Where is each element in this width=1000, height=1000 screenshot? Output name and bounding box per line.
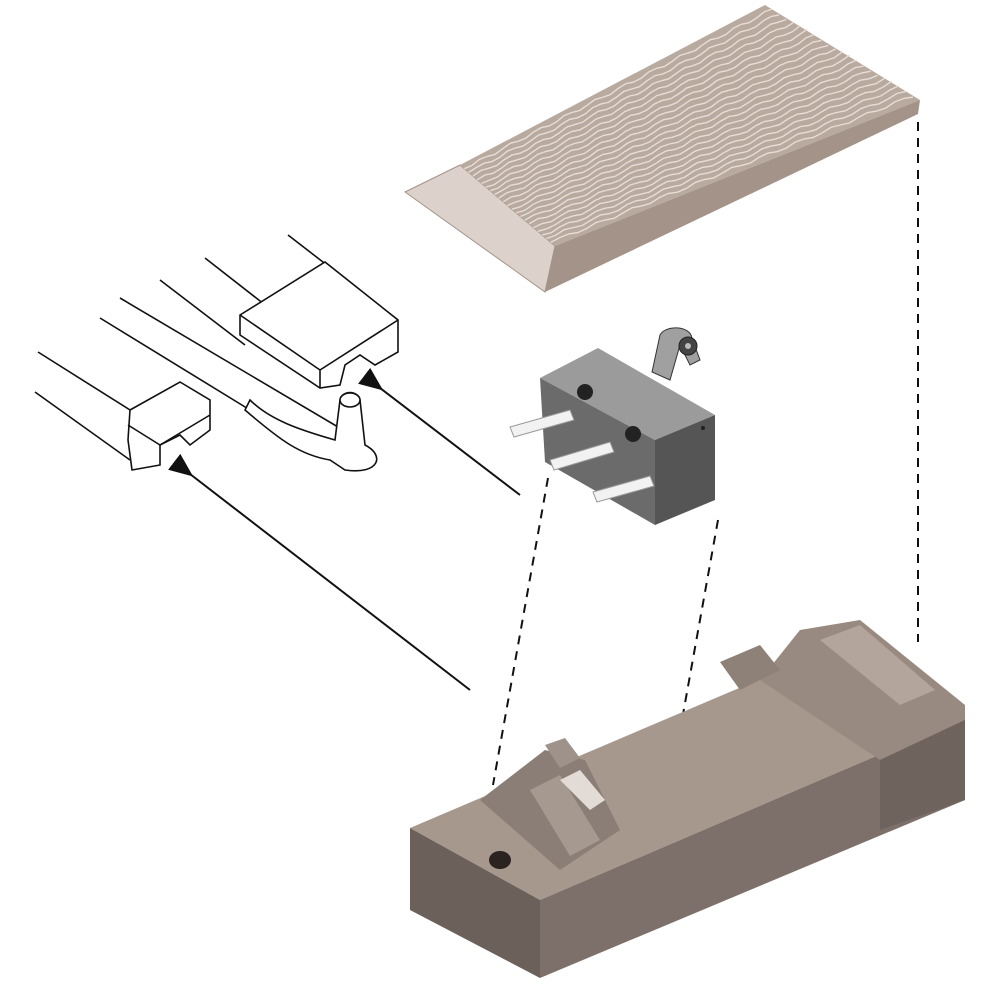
arrow-icon: [168, 453, 471, 691]
wood-grain-line: [464, 8, 773, 170]
wood-grain-line: [533, 77, 886, 229]
wood-grain-line: [550, 96, 914, 243]
wood-grain-line: [515, 59, 857, 214]
wood-grain-line: [489, 33, 815, 192]
wood-grain-line: [502, 48, 836, 203]
wood-grain-line: [541, 85, 900, 236]
wood-grain-line: [537, 80, 893, 232]
wood-grain-line: [494, 39, 822, 196]
textured-ramp-plank: [404, 5, 920, 293]
wood-grain-line: [498, 44, 829, 199]
wood-grain-line: [476, 22, 794, 181]
wood-grain-line: [468, 14, 780, 173]
arrow-icon: [358, 367, 521, 496]
wood-grain-line: [507, 51, 843, 207]
wood-grain-line: [511, 54, 850, 210]
wood-grain-line: [524, 70, 871, 221]
base-housing: [410, 620, 965, 978]
wood-grain-line: [481, 24, 801, 185]
wood-grain-line: [528, 74, 878, 225]
rail-outline-drawing: [34, 234, 399, 472]
micro-switch: [509, 327, 715, 525]
wood-grain-line: [546, 90, 907, 240]
guide-line: [492, 477, 549, 786]
wood-grain-line: [520, 65, 864, 218]
wood-grain-line: [472, 18, 787, 177]
wood-grain-line: [485, 28, 808, 188]
